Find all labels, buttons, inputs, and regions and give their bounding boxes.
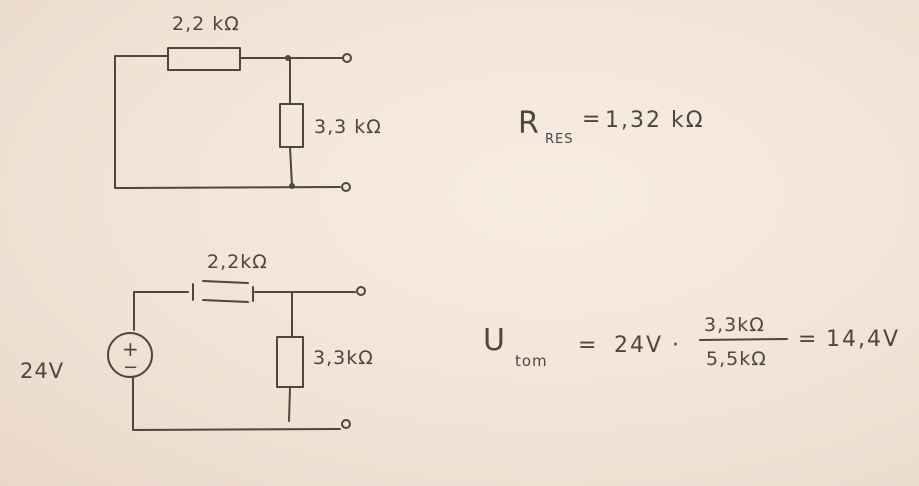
- bottom-resistor-r2: [276, 336, 304, 388]
- source-label: 24V: [20, 359, 64, 383]
- bottom-r1: [192, 280, 254, 303]
- top-junction-lower: [289, 183, 295, 189]
- utom-symbol: U: [483, 323, 505, 358]
- rres-value: 1,32 kΩ: [605, 108, 705, 133]
- top-r1-label: 2,2 kΩ: [172, 13, 240, 35]
- fraction-denominator: 5,5kΩ: [706, 348, 767, 370]
- fraction-bar: [699, 338, 788, 341]
- utom-subscript: tom: [515, 352, 548, 370]
- top-resistor-r2: [279, 103, 304, 148]
- top-r2-wire: [289, 57, 293, 187]
- source-plus: +: [122, 337, 139, 361]
- top-resistor-r1: [167, 47, 241, 71]
- top-left-wire: [114, 55, 341, 189]
- rres-equals: =: [582, 107, 602, 132]
- bottom-r2-label: 3,3kΩ: [313, 347, 374, 369]
- bottom-circuit: + − 24V 2,2kΩ 3,3kΩ U tom = 24V · 3,3kΩ …: [20, 251, 900, 431]
- source-minus: −: [123, 357, 138, 378]
- top-terminal-upper: [342, 53, 352, 63]
- bottom-r2-wire: [288, 291, 293, 422]
- utom-factor: 24V ·: [614, 333, 681, 358]
- bottom-r1-label: 2,2kΩ: [207, 251, 268, 273]
- rres-subscript: RES: [545, 132, 574, 147]
- bottom-left-wire: [133, 291, 189, 331]
- utom-equals: =: [578, 333, 598, 358]
- rres-symbol: R: [518, 106, 539, 141]
- top-terminal-lower: [341, 182, 351, 192]
- result-equals: =: [798, 327, 818, 352]
- bottom-return-wire: [132, 376, 341, 431]
- bottom-terminal-lower: [341, 419, 351, 429]
- utom-result: 14,4V: [826, 327, 900, 352]
- bottom-terminal-upper: [356, 286, 366, 296]
- top-circuit: 2,2 kΩ 3,3 kΩ R RES = 1,32 kΩ: [114, 13, 705, 192]
- top-r2-label: 3,3 kΩ: [314, 116, 382, 138]
- fraction-numerator: 3,3kΩ: [704, 314, 765, 336]
- voltage-source: [107, 332, 153, 378]
